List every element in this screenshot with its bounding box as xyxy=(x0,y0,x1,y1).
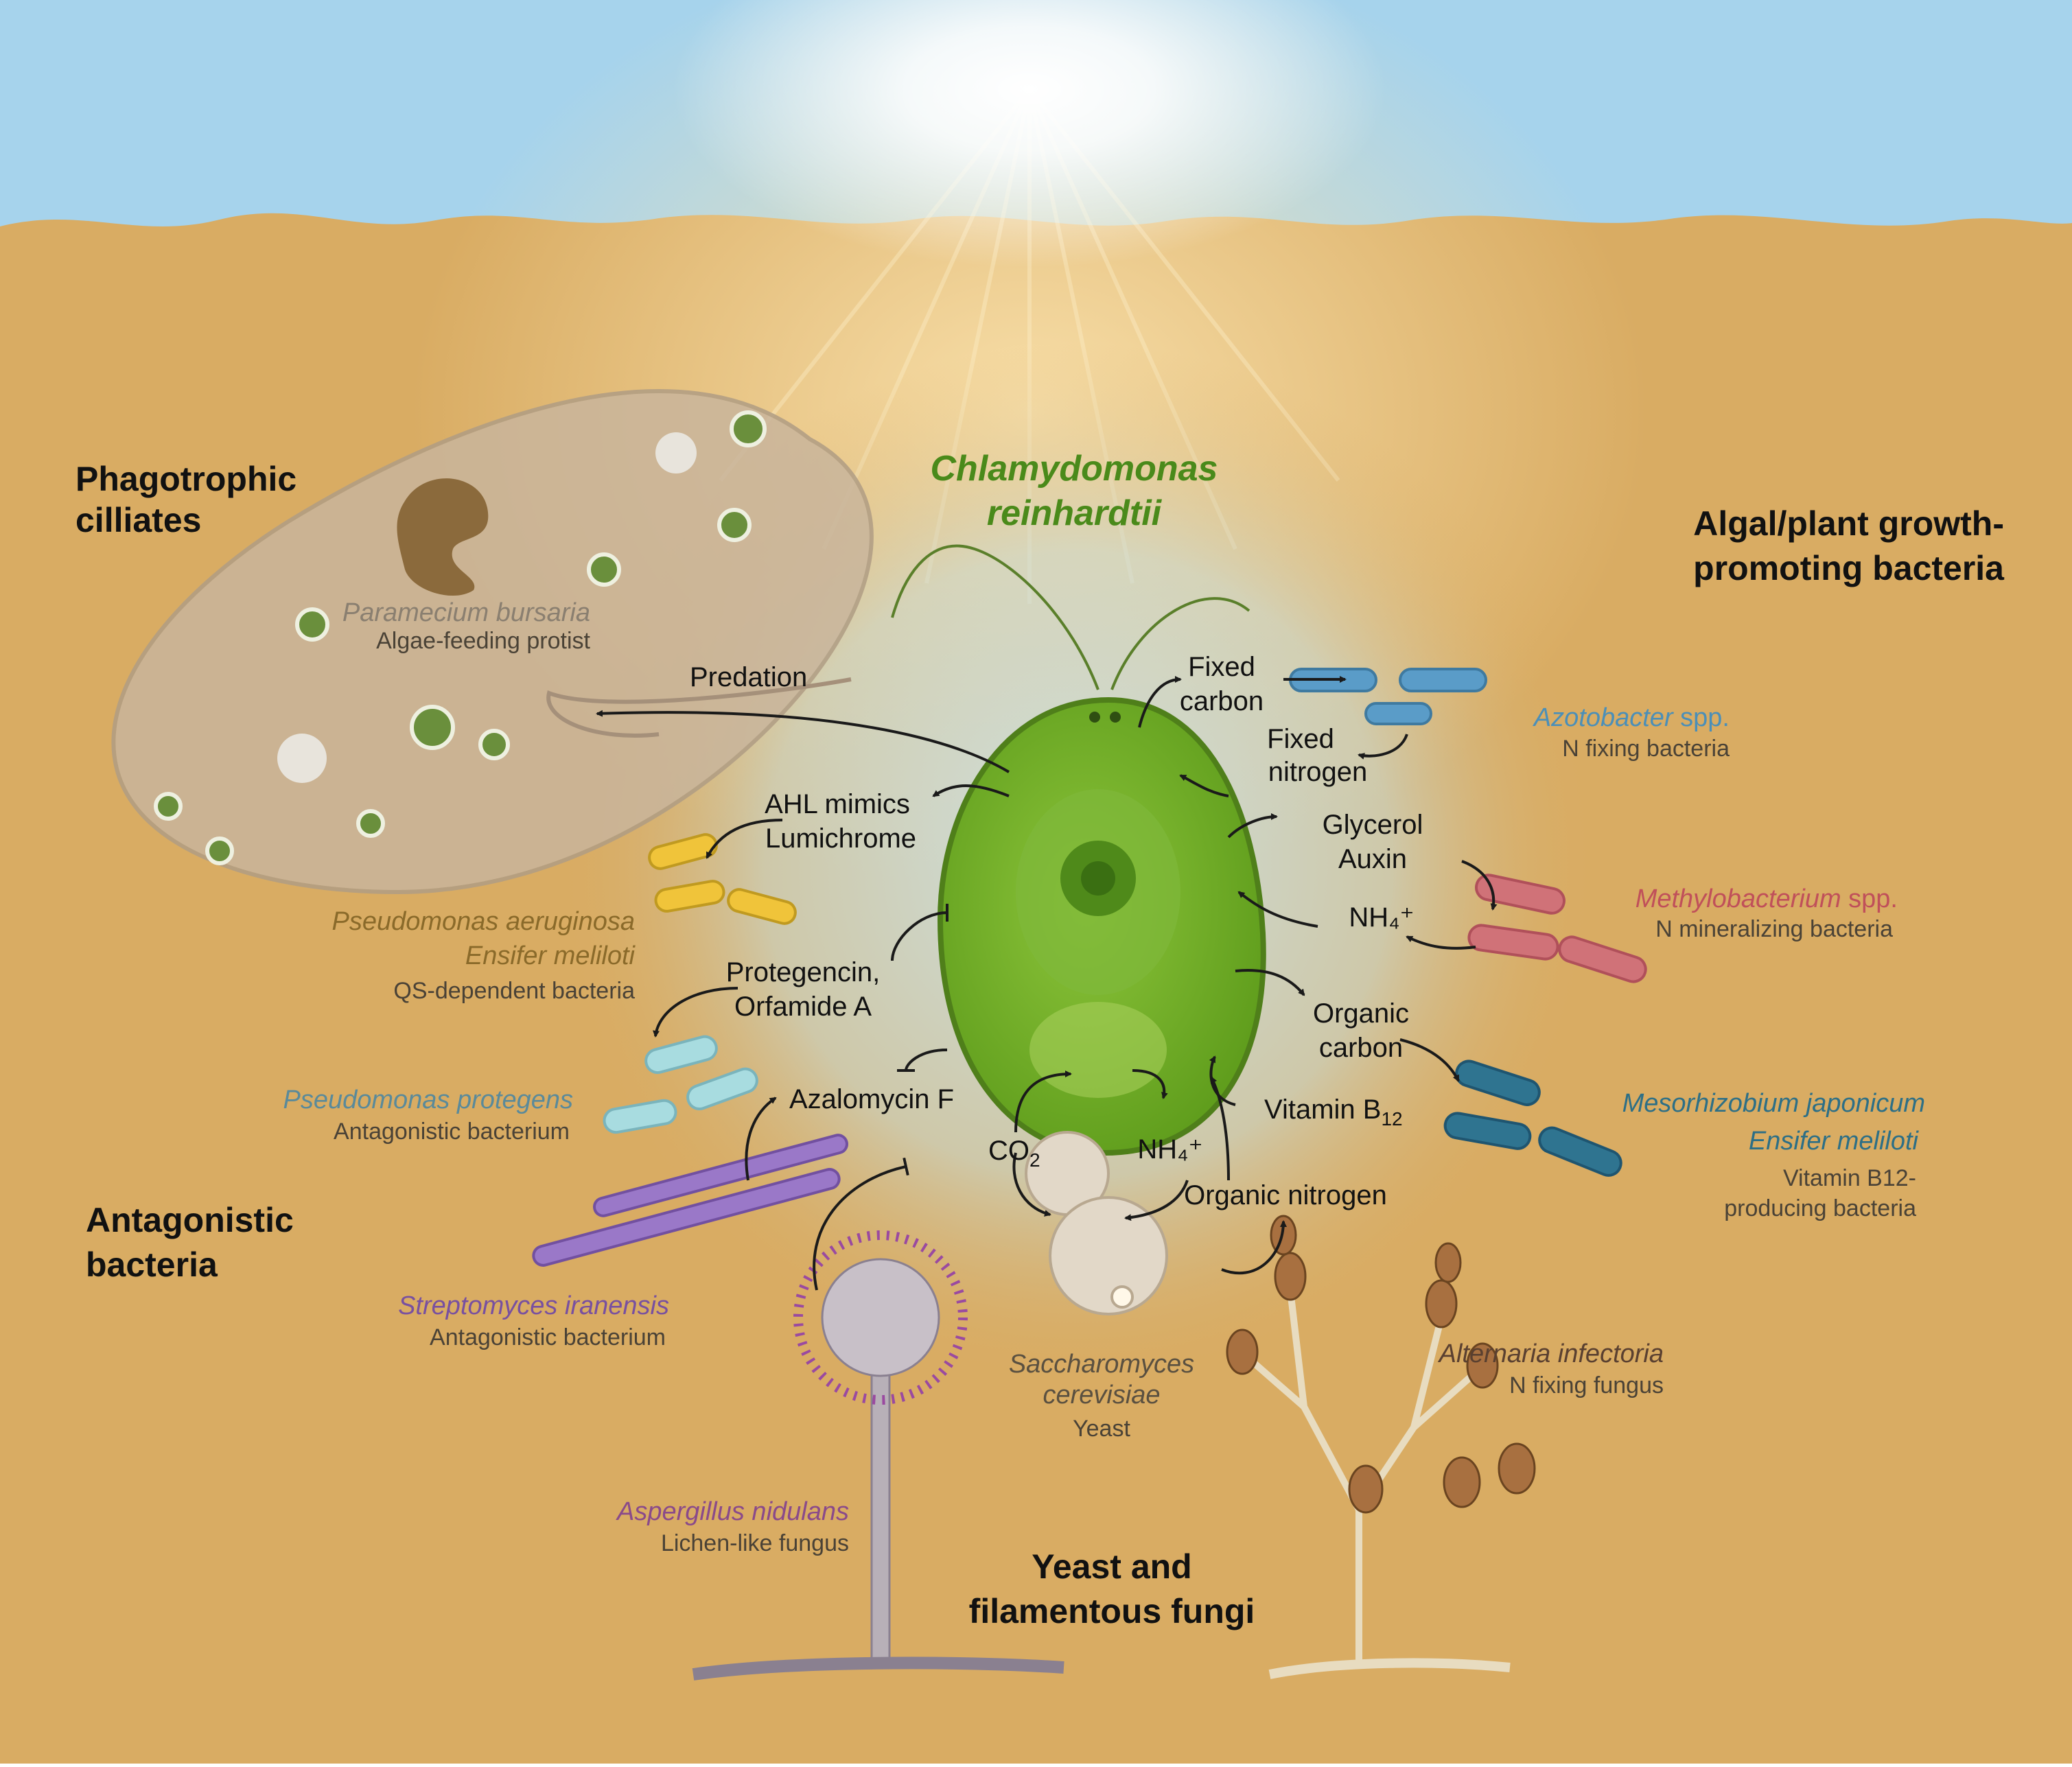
saccharomyces-desc: Yeast xyxy=(1073,1416,1130,1442)
label-vitamin-subscript: 12 xyxy=(1381,1108,1402,1130)
label-co2-subscript: 2 xyxy=(1029,1149,1040,1171)
methylobacterium-name: Methylobacterium spp. xyxy=(1636,885,1898,913)
pseudomonas-protegens-name: Pseudomonas protegens xyxy=(283,1086,573,1114)
aspergillus-name: Aspergillus nidulans xyxy=(616,1497,849,1526)
label-predation: Predation xyxy=(690,662,807,692)
ensifer-meliloti-qs-name: Ensifer meliloti xyxy=(465,941,636,970)
label-nh4-right: NH₄⁺ xyxy=(1349,902,1414,933)
center-title-line2: reinhardtii xyxy=(987,493,1163,533)
pseudomonas-protegens-illustration xyxy=(603,1035,758,1134)
label-ahl-mimics: AHL mimics xyxy=(765,789,910,819)
label-lumichrome: Lumichrome xyxy=(765,823,916,854)
label-organic-carbon-line2: carbon xyxy=(1319,1033,1403,1063)
label-fixed-carbon-line1: Fixed xyxy=(1188,652,1255,682)
label-organic-carbon-line1: Organic xyxy=(1313,998,1409,1029)
mesorhizobium-name: Mesorhizobium japonicum xyxy=(1622,1089,1925,1118)
mesorhizobium-desc-line1: Vitamin B12- xyxy=(1783,1165,1916,1191)
label-vitamin-b12: Vitamin B12 xyxy=(1264,1095,1403,1130)
aspergillus-desc: Lichen-like fungus xyxy=(661,1530,849,1556)
label-vitamin-text: Vitamin B xyxy=(1264,1095,1381,1125)
group-title-growth-line2: promoting bacteria xyxy=(1693,549,2005,587)
label-organic-nitrogen: Organic nitrogen xyxy=(1184,1180,1387,1210)
alternaria-name: Alternaria infectoria xyxy=(1438,1339,1664,1368)
sun xyxy=(673,0,1386,268)
label-fixed-carbon-line2: carbon xyxy=(1180,686,1264,716)
pseudomonas-protegens-desc: Antagonistic bacterium xyxy=(334,1119,570,1145)
group-title-fungi-line2: filamentous fungi xyxy=(969,1592,1255,1630)
streptomyces-desc: Antagonistic bacterium xyxy=(430,1324,666,1350)
label-nh4-bottom: NH₄⁺ xyxy=(1137,1134,1202,1165)
label-fixed-nitrogen-line2: nitrogen xyxy=(1268,757,1368,787)
label-fixed-nitrogen-line1: Fixed xyxy=(1267,724,1334,754)
label-glycerol: Glycerol xyxy=(1323,810,1423,840)
pseudomonas-aeruginosa-desc: QS-dependent bacteria xyxy=(393,978,635,1004)
group-title-antagonistic-line1: Antagonistic xyxy=(86,1201,294,1239)
saccharomyces-name-line1: Saccharomyces xyxy=(1009,1350,1194,1379)
label-orfamide: Orfamide A xyxy=(734,992,872,1022)
methylobacterium-desc: N mineralizing bacteria xyxy=(1655,916,1893,942)
paramecium-desc: Algae-feeding protist xyxy=(376,628,590,654)
center-title-line1: Chlamydomonas xyxy=(931,449,1218,489)
label-co2-text: CO xyxy=(988,1136,1029,1166)
aspergillus-illustration xyxy=(692,1230,1064,1681)
group-title-growth-line1: Algal/plant growth- xyxy=(1693,504,2004,543)
mesorhizobium-illustration xyxy=(1443,1060,1622,1177)
interaction-arrows xyxy=(596,676,1498,1291)
azotobacter-name-genus: Azotobacter xyxy=(1533,703,1674,732)
paramecium-name: Paramecium bursaria xyxy=(342,598,590,627)
label-auxin: Auxin xyxy=(1338,844,1407,874)
methylobacterium-name-genus: Methylobacterium xyxy=(1636,885,1841,913)
saccharomyces-name-line2: cerevisiae xyxy=(1043,1381,1160,1409)
azotobacter-desc: N fixing bacteria xyxy=(1562,736,1730,762)
ensifer-meliloti-b12-name: Ensifer meliloti xyxy=(1749,1127,1920,1156)
saccharomyces-illustration xyxy=(1025,1131,1168,1315)
label-protegencin: Protegencin, xyxy=(726,957,881,987)
label-co2: CO2 xyxy=(988,1136,1040,1171)
streptomyces-name: Streptomyces iranensis xyxy=(398,1291,669,1320)
chlamydomonas-cell xyxy=(891,544,1266,1156)
group-title-antagonistic-line2: bacteria xyxy=(86,1245,218,1284)
group-title-ciliates-line2: cilliates xyxy=(75,501,201,539)
alternaria-desc: N fixing fungus xyxy=(1509,1372,1664,1399)
azotobacter-name-suffix: spp. xyxy=(1673,703,1730,732)
pseudomonas-aeruginosa-name: Pseudomonas aeruginosa xyxy=(331,907,635,936)
methylobacterium-illustration xyxy=(1467,874,1647,983)
paramecium-illustration xyxy=(111,388,874,895)
streptomyces-illustration xyxy=(532,1134,848,1267)
group-title-ciliates-line1: Phagotrophic xyxy=(75,460,296,498)
alternaria-illustration xyxy=(1226,1215,1536,1679)
azotobacter-name: Azotobacter spp. xyxy=(1533,703,1730,732)
group-title-fungi-line1: Yeast and xyxy=(1032,1547,1191,1586)
methylobacterium-name-suffix: spp. xyxy=(1841,885,1898,913)
mesorhizobium-desc-line2: producing bacteria xyxy=(1724,1195,1916,1221)
label-azalomycin: Azalomycin F xyxy=(789,1084,954,1114)
